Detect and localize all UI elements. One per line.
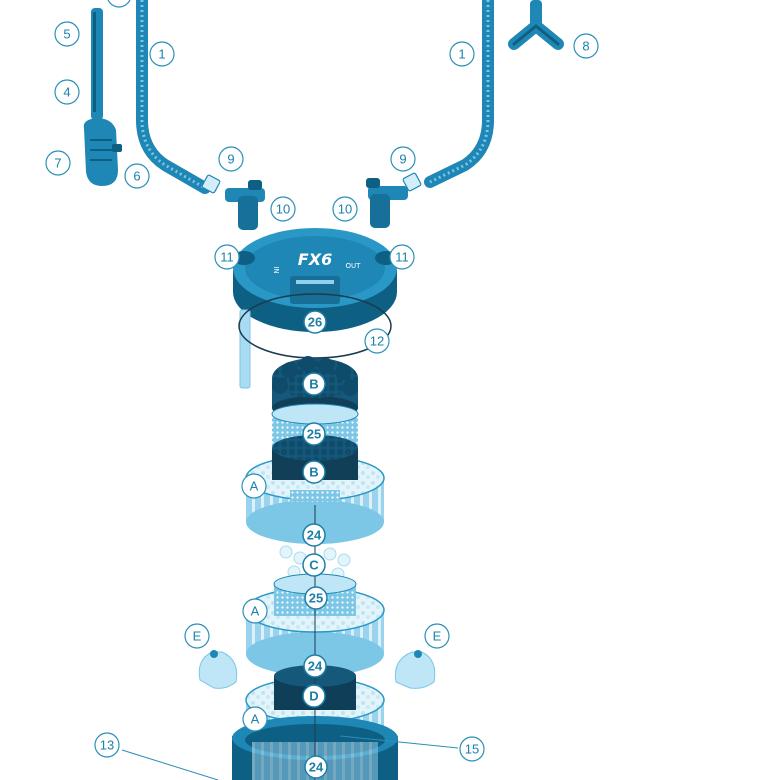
svg-text:B: B <box>309 465 318 480</box>
shutoff-valve-left <box>225 180 265 230</box>
svg-text:E: E <box>193 629 202 644</box>
intake-tube <box>239 309 251 389</box>
callout-E-right: E <box>424 623 450 649</box>
svg-text:12: 12 <box>370 334 384 349</box>
callout-3: 3 <box>107 0 131 8</box>
svg-text:11: 11 <box>395 250 409 265</box>
svg-text:9: 9 <box>227 152 234 167</box>
lid-port-in-label: IN <box>272 266 280 273</box>
svg-text:25: 25 <box>307 427 321 442</box>
svg-text:24: 24 <box>307 528 322 543</box>
callout-A-bottom: A <box>242 706 268 732</box>
lid-port-out-label: OUT <box>346 262 362 270</box>
hose-clamp-right <box>402 172 422 192</box>
y-connector <box>508 0 564 50</box>
callout-E-left: E <box>184 623 210 649</box>
intake-hose-left <box>136 0 211 194</box>
svg-text:D: D <box>309 689 318 704</box>
svg-text:A: A <box>250 479 259 494</box>
svg-text:7: 7 <box>54 156 61 171</box>
shutoff-valve-right <box>366 178 408 228</box>
svg-text:9: 9 <box>399 152 406 167</box>
svg-text:11: 11 <box>220 250 234 265</box>
callout-9-left: 9 <box>218 146 244 172</box>
svg-text:15: 15 <box>465 742 479 757</box>
callout-24-top: 24 <box>302 523 326 547</box>
svg-text:24: 24 <box>309 760 324 775</box>
svg-text:5: 5 <box>63 27 70 42</box>
callout-26: 26 <box>303 310 327 334</box>
callout-13: 13 <box>94 732 120 758</box>
media-bag-left <box>198 650 238 689</box>
media-bag-right <box>394 650 436 689</box>
svg-text:B: B <box>309 377 318 392</box>
svg-text:10: 10 <box>338 202 352 217</box>
return-hose-right <box>424 0 494 188</box>
callout-D: D <box>302 684 326 708</box>
svg-text:A: A <box>251 712 260 727</box>
callout-24-middle: 24 <box>303 654 327 678</box>
callout-7: 7 <box>45 150 71 176</box>
lid-brand-logo: FX6 <box>298 250 332 269</box>
leader-15 <box>339 735 459 749</box>
svg-text:13: 13 <box>100 738 114 753</box>
svg-text:24: 24 <box>308 659 323 674</box>
callout-10-left: 10 <box>270 196 296 222</box>
callout-1-left: 1 <box>149 41 175 67</box>
svg-text:3: 3 <box>115 0 122 3</box>
callout-25-top: 25 <box>302 422 326 446</box>
callout-A-top: A <box>241 473 267 499</box>
callout-B-top: B <box>302 372 326 396</box>
callout-11-left: 11 <box>214 244 240 270</box>
callout-8: 8 <box>573 33 599 59</box>
svg-text:8: 8 <box>582 39 589 54</box>
callout-15: 15 <box>459 736 485 762</box>
svg-text:A: A <box>251 604 260 619</box>
svg-text:1: 1 <box>458 47 465 62</box>
callout-A-middle: A <box>242 598 268 624</box>
svg-text:10: 10 <box>276 202 290 217</box>
callout-12: 12 <box>364 328 390 354</box>
svg-text:4: 4 <box>63 85 70 100</box>
callout-6: 6 <box>124 163 150 189</box>
callout-10-right: 10 <box>332 196 358 222</box>
callout-5: 5 <box>54 21 80 47</box>
leader-13 <box>121 749 219 780</box>
svg-text:26: 26 <box>308 315 322 330</box>
callout-B-second: B <box>302 460 326 484</box>
callout-24-bottom: 24 <box>304 755 328 779</box>
callout-11-right: 11 <box>389 244 415 270</box>
svg-text:6: 6 <box>133 169 140 184</box>
svg-text:1: 1 <box>158 47 165 62</box>
callout-9-right: 9 <box>390 146 416 172</box>
callout-25-second: 25 <box>304 586 328 610</box>
svg-text:C: C <box>309 558 319 573</box>
intake-strainer-assembly <box>83 8 122 186</box>
callout-4: 4 <box>54 79 80 105</box>
svg-text:25: 25 <box>309 591 323 606</box>
callout-C: C <box>302 553 326 577</box>
callout-1-right: 1 <box>449 41 475 67</box>
hose-clamp-left <box>201 174 221 194</box>
svg-text:E: E <box>433 629 442 644</box>
